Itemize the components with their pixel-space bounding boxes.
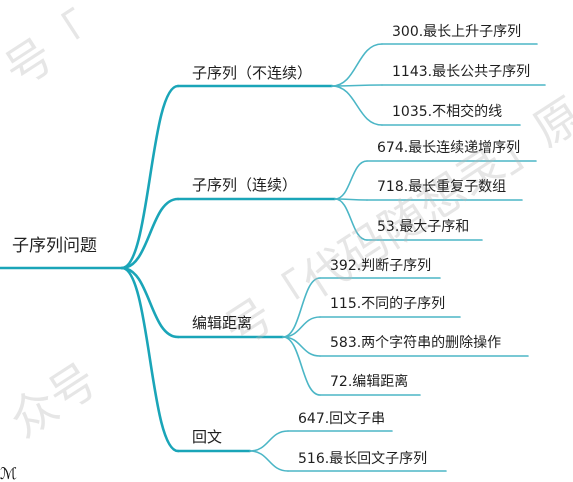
leaf-node[interactable]: 718.最长重复子数组 (377, 179, 507, 195)
cropped-corner-glyph-icon: ℳ (0, 464, 18, 482)
branch-to-leaf-connector (282, 336, 321, 396)
leaf-node[interactable]: 115.不同的子序列 (330, 296, 446, 312)
branch-to-leaf-connector (282, 277, 321, 338)
leaf-node[interactable]: 647.回文子串 (298, 411, 386, 427)
leaf-node[interactable]: 53.最大子序和 (377, 219, 470, 235)
leaf-node[interactable]: 392.判断子序列 (330, 258, 432, 274)
branch-node-palindrome[interactable]: 回文 (192, 428, 223, 446)
leaf-node[interactable]: 583.两个字符串的删除操作 (330, 335, 502, 351)
branch-node-edit-distance[interactable]: 编辑距离 (192, 314, 253, 332)
leaf-node[interactable]: 516.最长回文子序列 (298, 451, 428, 467)
branch-to-leaf-connector (331, 43, 383, 87)
branch-to-leaf-connector (334, 160, 368, 200)
leaf-node[interactable]: 674.最长连续递增序列 (377, 140, 521, 156)
root-to-branch-connector (120, 84, 180, 270)
leaf-node[interactable]: 72.编辑距离 (330, 374, 409, 390)
root-node[interactable]: 子序列问题 (12, 236, 97, 256)
leaf-node[interactable]: 300.最长上升子序列 (392, 24, 522, 40)
leaf-node[interactable]: 1035.不相交的线 (392, 104, 503, 120)
branch-to-leaf-connector (249, 450, 289, 472)
branch-to-leaf-connector (282, 316, 321, 338)
branch-to-leaf-connector (334, 198, 368, 241)
branch-to-leaf-connector (249, 430, 289, 452)
branch-node-subsequence-continuous[interactable]: 子序列（连续） (192, 176, 298, 194)
leaf-node[interactable]: 1143.最长公共子序列 (392, 64, 531, 80)
branch-to-leaf-connector (331, 85, 383, 126)
root-to-branch-connector (120, 266, 180, 453)
root-to-branch-connector (120, 197, 180, 270)
root-to-branch-connector (120, 266, 180, 339)
branch-node-subsequence-discontinuous[interactable]: 子序列（不连续） (192, 64, 313, 82)
